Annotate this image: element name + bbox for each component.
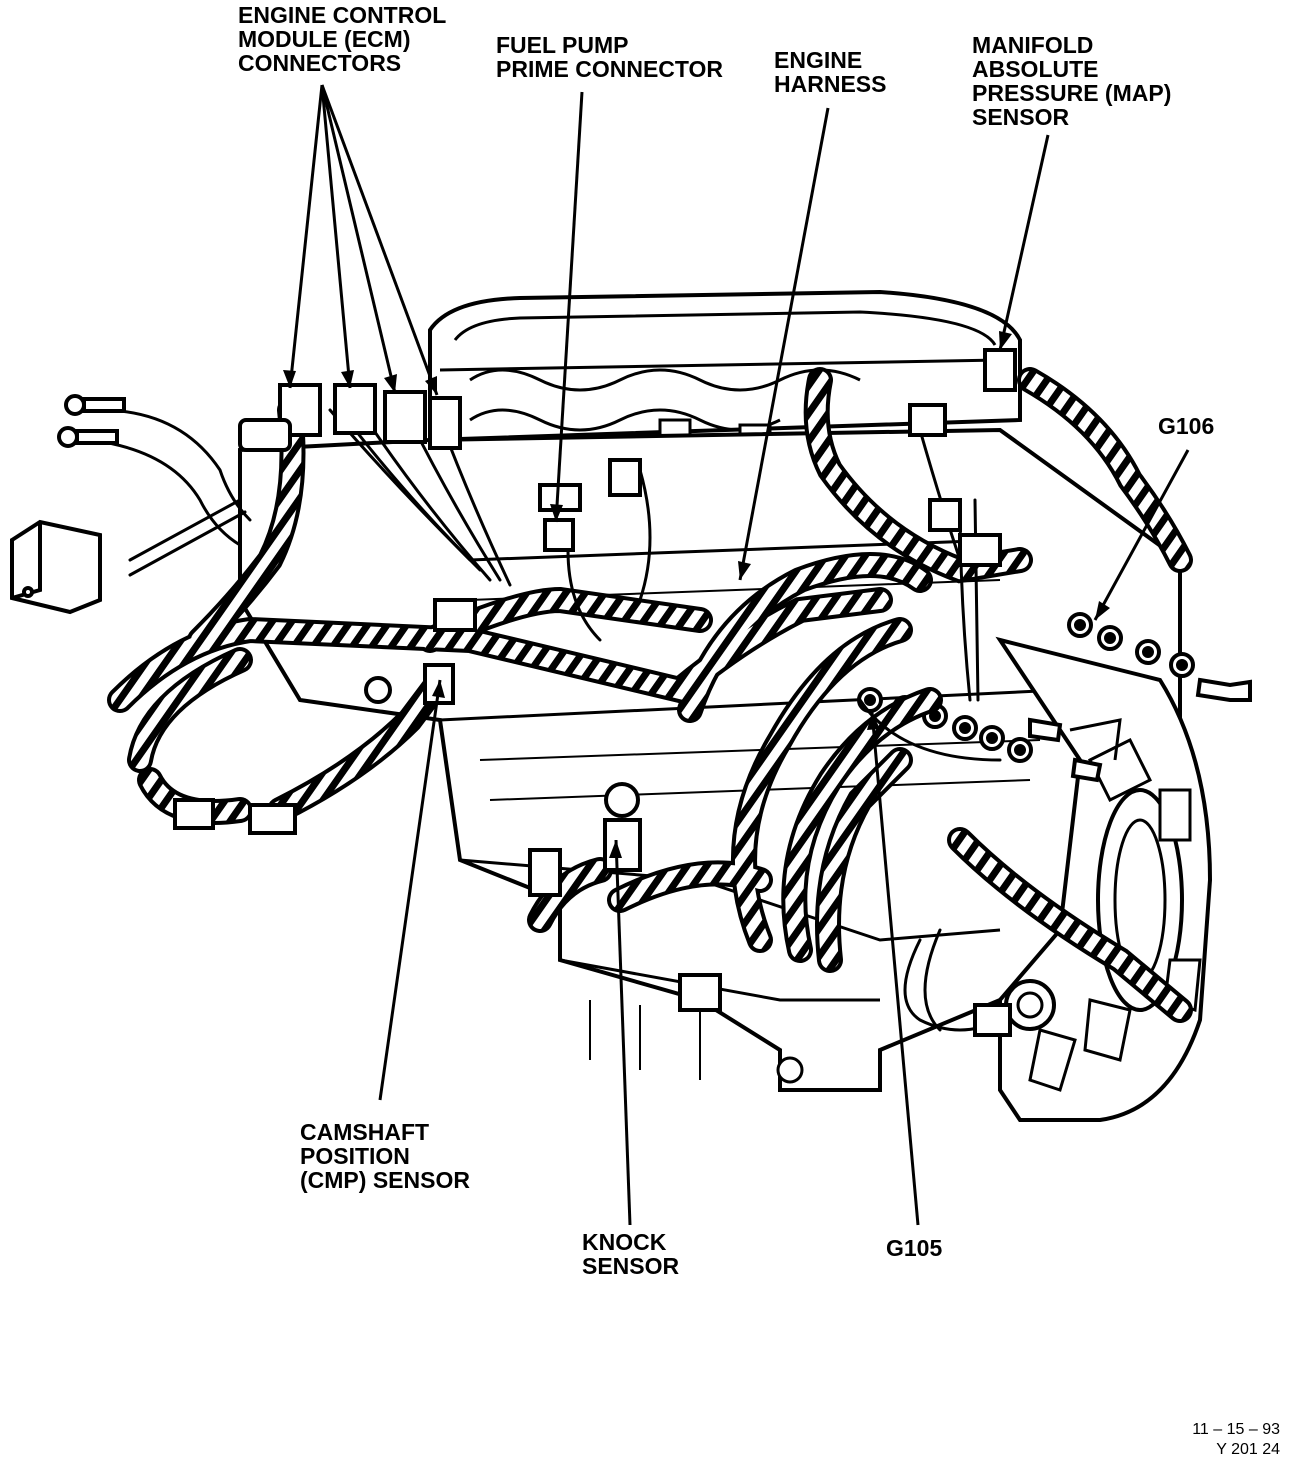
label-g105-text: G105 <box>886 1235 943 1261</box>
label-fuel-pump-line-1: FUEL PUMP <box>496 32 629 58</box>
label-cmp-line-1: CAMSHAFT <box>300 1119 430 1145</box>
leader-ecm-1 <box>288 84 324 389</box>
label-g105: G105 <box>886 1236 942 1260</box>
label-knock-line-2: SENSOR <box>582 1253 680 1279</box>
map-sensor <box>908 348 1017 567</box>
label-ecm-connectors: ENGINE CONTROL MODULE (ECM) CONNECTORS <box>238 3 446 75</box>
label-ecm-line-2: MODULE (ECM) <box>238 26 411 52</box>
label-map-line-4: SENSOR <box>972 104 1070 130</box>
leader-lines <box>288 84 1190 1226</box>
leader-engine-harness <box>738 107 830 581</box>
leader-arrowheads <box>283 331 1110 858</box>
label-engine-harness-line-2: HARNESS <box>774 71 887 97</box>
label-map-line-2: ABSOLUTE <box>972 56 1099 82</box>
leader-ecm-2 <box>320 84 352 389</box>
figure-date: 11 – 15 – 93 <box>1192 1421 1280 1438</box>
leader-ecm-4 <box>320 84 439 396</box>
leader-knock-sensor <box>614 839 632 1226</box>
figure-code: Y 201 24 <box>1216 1441 1280 1458</box>
leader-fuel-pump <box>554 91 584 523</box>
label-fuel-pump-prime-connector: FUEL PUMP PRIME CONNECTOR <box>496 33 723 81</box>
label-map-line-1: MANIFOLD <box>972 32 1094 58</box>
label-fuel-pump-line-2: PRIME CONNECTOR <box>496 56 724 82</box>
label-engine-harness-line-1: ENGINE <box>774 47 863 73</box>
label-knock-line-1: KNOCK <box>582 1229 667 1255</box>
leader-map-sensor <box>998 134 1050 351</box>
ground-bolts-g106 <box>1067 612 1252 702</box>
leader-g106 <box>1093 449 1190 621</box>
label-ecm-line-3: CONNECTORS <box>238 50 402 76</box>
label-cmp-sensor: CAMSHAFT POSITION (CMP) SENSOR <box>300 1120 470 1192</box>
label-g106-text: G106 <box>1158 413 1215 439</box>
label-cmp-line-3: (CMP) SENSOR <box>300 1167 470 1193</box>
label-cmp-line-2: POSITION <box>300 1143 410 1169</box>
leader-cmp-sensor <box>378 679 442 1101</box>
label-g106: G106 <box>1158 414 1214 438</box>
ecm-connector-block <box>238 383 462 452</box>
label-ecm-line-1: ENGINE CONTROL <box>238 2 447 28</box>
leader-g105 <box>870 711 920 1226</box>
label-engine-harness: ENGINE HARNESS <box>774 48 886 96</box>
label-map-line-3: PRESSURE (MAP) <box>972 80 1172 106</box>
figure-reference: 11 – 15 – 93 Y 201 24 <box>1192 1420 1280 1460</box>
wiring-harness <box>88 367 1193 1032</box>
misc-connectors <box>173 798 1056 1037</box>
label-map-sensor: MANIFOLD ABSOLUTE PRESSURE (MAP) SENSOR <box>972 33 1171 129</box>
side-connector <box>10 519 102 615</box>
leader-ecm-3 <box>320 84 397 394</box>
ring-terminals <box>57 394 126 448</box>
label-knock-sensor: KNOCK SENSOR <box>582 1230 679 1278</box>
